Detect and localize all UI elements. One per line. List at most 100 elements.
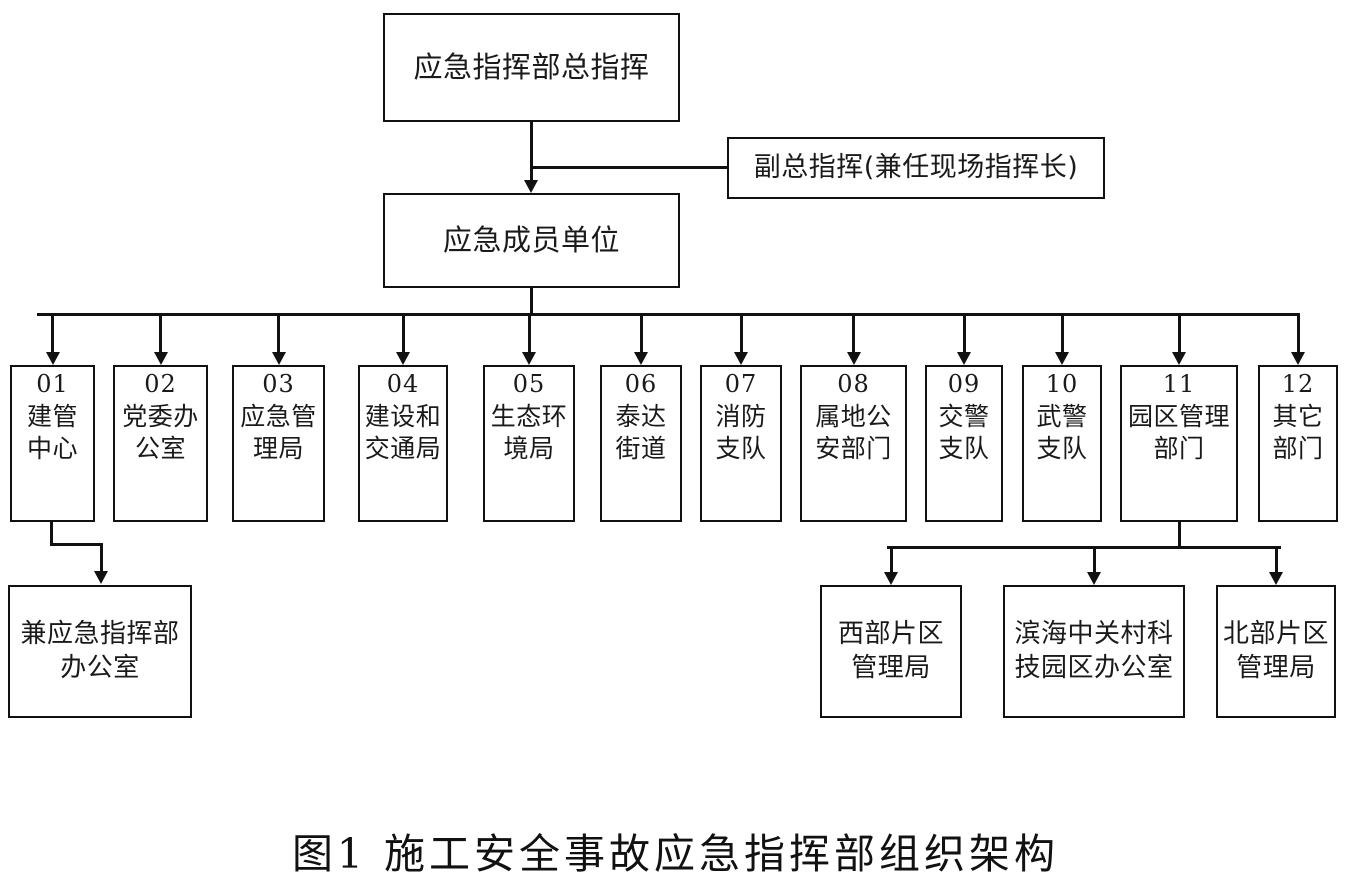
node-department-09: 09 交警支队 bbox=[925, 365, 1003, 522]
connector-dept01-across bbox=[50, 543, 103, 546]
department-number: 03 bbox=[262, 370, 295, 398]
node-member-units: 应急成员单位 bbox=[383, 193, 680, 288]
connector-park-bus-to-subunit-3 bbox=[1274, 546, 1278, 576]
connector-bus-to-department-01 bbox=[51, 313, 54, 356]
node-emergency-office: 兼应急指挥部 办公室 bbox=[8, 585, 192, 718]
department-line1: 党委办 bbox=[122, 402, 199, 431]
node-department-07: 07 消防支队 bbox=[700, 365, 782, 522]
connector-bus-to-department-11 bbox=[1177, 313, 1181, 356]
node-emergency-office-line2: 办公室 bbox=[60, 652, 140, 683]
connector-member-to-bus bbox=[530, 288, 533, 315]
department-number: 05 bbox=[512, 370, 546, 398]
arrowhead-department-09 bbox=[957, 352, 971, 365]
arrowhead-department-08 bbox=[846, 352, 861, 365]
connector-vice-to-trunk bbox=[530, 166, 727, 169]
department-line2: 支队 bbox=[715, 434, 767, 463]
connector-bus-to-department-03 bbox=[277, 313, 280, 356]
department-line2: 境局 bbox=[503, 434, 555, 463]
node-department-01: 01 建管中心 bbox=[10, 365, 95, 522]
department-line1: 武警 bbox=[1036, 402, 1088, 431]
arrowhead-member-units bbox=[524, 180, 538, 193]
arrowhead-park-subunit-2 bbox=[1087, 572, 1101, 585]
connector-dept01-to-office bbox=[100, 543, 103, 575]
connector-bus-to-department-06 bbox=[639, 313, 643, 356]
arrowhead-department-05 bbox=[522, 352, 536, 365]
arrowhead-park-subunit-1 bbox=[884, 572, 898, 585]
department-line2: 安部门 bbox=[815, 434, 892, 463]
department-number: 01 bbox=[36, 370, 69, 398]
node-department-11: 11 园区管理部门 bbox=[1120, 365, 1238, 522]
arrowhead-department-02 bbox=[153, 352, 168, 365]
connector-park-bus-to-subunit-2 bbox=[1092, 546, 1096, 576]
department-number: 06 bbox=[624, 370, 658, 398]
department-line1: 生态环 bbox=[490, 402, 568, 431]
node-park-subunit-3: 北部片区管理局 bbox=[1216, 585, 1336, 718]
department-line2: 中心 bbox=[26, 434, 78, 463]
connector-dept01-down bbox=[50, 522, 53, 546]
arrowhead-park-subunit-3 bbox=[1269, 572, 1283, 585]
park-subunit-line1: 北部片区 bbox=[1222, 618, 1329, 649]
department-line2: 街道 bbox=[615, 434, 667, 463]
connector-bus-to-department-12 bbox=[1296, 313, 1300, 356]
park-subunit-line2: 技园区办公室 bbox=[1014, 652, 1174, 683]
connector-dept11-down bbox=[1178, 522, 1181, 549]
department-line1: 其它 bbox=[1272, 402, 1324, 431]
department-line1: 建管 bbox=[26, 402, 78, 431]
connector-bus-to-department-02 bbox=[159, 313, 162, 356]
node-emergency-office-line1: 兼应急指挥部 bbox=[20, 618, 180, 649]
department-line2: 公室 bbox=[134, 434, 186, 463]
department-line1: 建设和 bbox=[364, 402, 442, 431]
connector-bus-to-department-04 bbox=[401, 313, 405, 356]
arrowhead-department-01 bbox=[45, 352, 60, 365]
node-department-05: 05 生态环境局 bbox=[483, 365, 575, 522]
node-commander-label: 应急指挥部总指挥 bbox=[413, 49, 650, 84]
node-park-subunit-1: 西部片区管理局 bbox=[820, 585, 962, 718]
arrowhead-emergency-office bbox=[94, 571, 108, 584]
node-member-units-label: 应急成员单位 bbox=[442, 222, 620, 257]
department-line2: 理局 bbox=[252, 434, 304, 463]
department-number: 11 bbox=[1162, 370, 1196, 398]
department-number: 09 bbox=[947, 370, 981, 398]
department-bus bbox=[37, 313, 1299, 316]
department-number: 07 bbox=[724, 370, 758, 398]
park-subunit-line1: 滨海中关村科 bbox=[1014, 618, 1174, 649]
department-line1: 泰达 bbox=[615, 402, 667, 431]
park-subunit-line2: 管理局 bbox=[1236, 652, 1316, 683]
department-line1: 交警 bbox=[938, 402, 990, 431]
park-subunit-line2: 管理局 bbox=[851, 652, 931, 683]
park-subunit-bus bbox=[887, 546, 1281, 549]
connector-bus-to-department-09 bbox=[962, 313, 966, 356]
connector-commander-to-member bbox=[530, 122, 533, 184]
arrowhead-department-12 bbox=[1291, 352, 1305, 365]
department-line2: 交通局 bbox=[364, 434, 442, 463]
node-department-06: 06 泰达街道 bbox=[600, 365, 682, 522]
arrowhead-department-10 bbox=[1055, 352, 1069, 365]
department-line1: 园区管理 bbox=[1127, 402, 1230, 431]
park-subunit-line1: 西部片区 bbox=[837, 618, 944, 649]
connector-bus-to-department-10 bbox=[1060, 313, 1064, 356]
node-commander: 应急指挥部总指挥 bbox=[383, 13, 680, 122]
node-vice-commander-label: 副总指挥(兼任现场指挥长) bbox=[753, 151, 1079, 183]
department-line2: 支队 bbox=[938, 434, 990, 463]
arrowhead-department-11 bbox=[1172, 352, 1186, 365]
department-line1: 消防 bbox=[715, 402, 767, 431]
node-department-04: 04 建设和交通局 bbox=[358, 365, 448, 522]
department-line1: 属地公 bbox=[815, 402, 892, 431]
department-line2: 部门 bbox=[1272, 434, 1324, 463]
connector-park-bus-to-subunit-1 bbox=[889, 546, 893, 576]
figure-caption: 图1 施工安全事故应急指挥部组织架构 bbox=[291, 830, 1060, 875]
arrowhead-department-04 bbox=[396, 352, 410, 365]
connector-bus-to-department-07 bbox=[739, 313, 743, 356]
node-park-subunit-2: 滨海中关村科技园区办公室 bbox=[1003, 585, 1185, 718]
department-number: 04 bbox=[386, 370, 420, 398]
node-vice-commander: 副总指挥(兼任现场指挥长) bbox=[727, 137, 1105, 199]
department-line2: 支队 bbox=[1036, 434, 1088, 463]
department-number: 10 bbox=[1045, 370, 1079, 398]
connector-bus-to-department-05 bbox=[527, 313, 531, 356]
department-line2: 部门 bbox=[1153, 434, 1205, 463]
